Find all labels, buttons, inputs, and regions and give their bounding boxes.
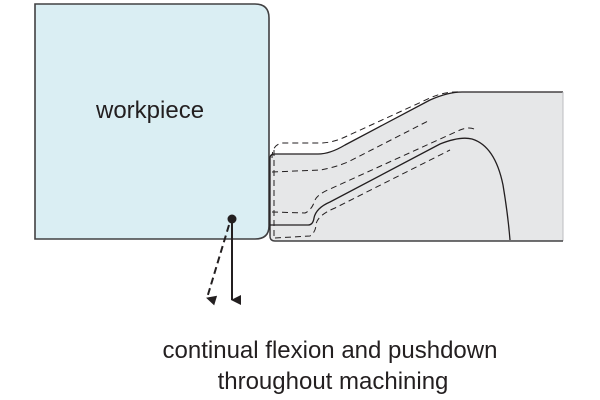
caption-line-2: throughout machining xyxy=(217,368,449,395)
workpiece-label: workpiece xyxy=(96,97,205,124)
force-point xyxy=(227,214,237,224)
tool-outline-top xyxy=(269,91,563,236)
deflection-outlines xyxy=(271,91,477,240)
tool-inner-edge xyxy=(270,137,511,241)
caption-line-1: continual flexion and pushdown xyxy=(162,337,498,364)
caption: continual flexion and pushdown throughou… xyxy=(0,335,600,397)
workpiece-block xyxy=(34,3,270,240)
tool-outline-bottom xyxy=(269,235,563,242)
flexion-arrow xyxy=(206,224,230,306)
